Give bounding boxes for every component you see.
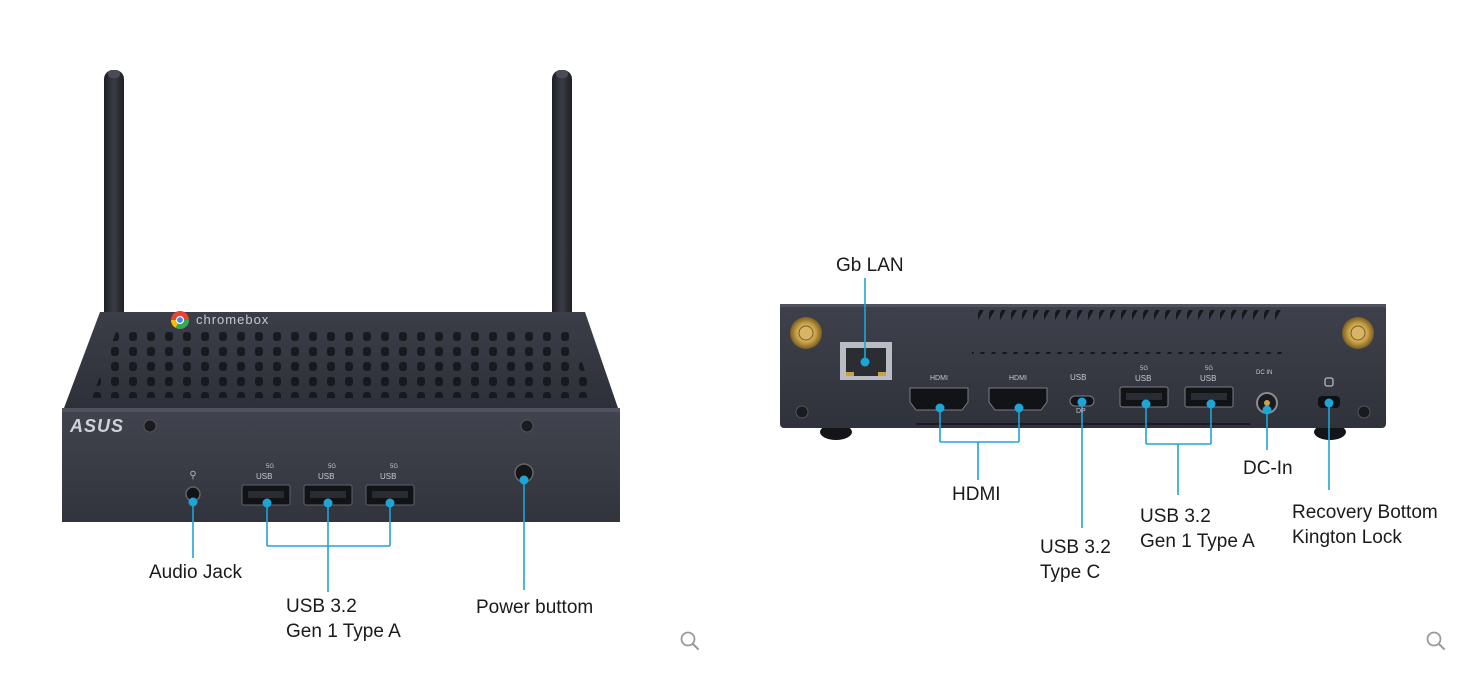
usbc-port-label: USB [1070, 373, 1087, 382]
rear-view-image [780, 278, 1386, 528]
audio-jack-callout: Audio Jack [149, 562, 242, 583]
power-callout: Power buttom [476, 597, 594, 618]
rear-usb-speed-2: 5G [1205, 366, 1214, 372]
usbc-callout-line2: Type C [1040, 562, 1101, 583]
front-callout-lines [192, 480, 525, 592]
hdmi-callout: HDMI [952, 484, 1001, 505]
gb-lan-callout: Gb LAN [836, 255, 904, 276]
antenna-connector-left [790, 317, 822, 349]
asus-logo: ASUS [70, 416, 125, 436]
chrome-logo [170, 311, 189, 330]
usb-speed-label-2: 5G [328, 464, 337, 470]
hdmi-ports [909, 387, 1048, 411]
dc-in-callout: DC-In [1243, 458, 1293, 479]
hdmi-port-label-2: HDMI [1009, 375, 1027, 382]
front-view-image: ⚲ [62, 70, 620, 592]
dp-port-label: DP [1076, 408, 1086, 415]
rear-usb-callout-line2: Gen 1 Type A [1140, 531, 1255, 552]
front-usb-callout-line1: USB 3.2 [286, 596, 357, 617]
chromebox-logo: chromebox [196, 312, 270, 327]
front-view-panel: ⚲ ASUS chr [62, 70, 701, 652]
hdmi-port-label-1: HDMI [930, 375, 948, 382]
rear-callout-dots [860, 357, 1334, 415]
rear-usb-callout-line1: USB 3.2 [1140, 506, 1211, 527]
usb-port-label-2: USB [318, 472, 335, 481]
svg-text:⚲: ⚲ [189, 470, 196, 481]
front-usb-callout-line2: Gen 1 Type A [286, 621, 401, 642]
rear-usb-speed-1: 5G [1140, 366, 1149, 372]
usb-port-label-1: USB [256, 472, 273, 481]
left-antenna [104, 70, 124, 320]
usb-speed-label-3: 5G [390, 464, 399, 470]
rear-usb-label-2: USB [1200, 374, 1217, 383]
right-antenna [552, 70, 572, 320]
recovery-callout-line1: Recovery Bottom [1292, 502, 1438, 523]
front-callout-dots [188, 475, 529, 508]
recovery-callout-line2: Kington Lock [1292, 527, 1402, 548]
rear-view-panel: HDMI HDMI USB DP USB USB 5G 5G DC IN Gb … [736, 0, 1472, 676]
zoom-icon[interactable] [679, 630, 701, 652]
top-vent [92, 326, 594, 398]
rear-callout-lines [864, 278, 1330, 528]
zoom-icon[interactable] [1425, 630, 1447, 652]
rear-usb-label-1: USB [1135, 374, 1152, 383]
usbc-callout-line1: USB 3.2 [1040, 537, 1111, 558]
usb-speed-label-1: 5G [266, 464, 275, 470]
dcin-port-label: DC IN [1256, 370, 1273, 376]
usb-port-label-3: USB [380, 472, 397, 481]
rear-usb-ports [1119, 386, 1234, 408]
rear-vent [972, 310, 1284, 354]
antenna-connector-right [1342, 317, 1374, 349]
front-usb-ports [241, 484, 415, 506]
lan-port [840, 342, 892, 380]
